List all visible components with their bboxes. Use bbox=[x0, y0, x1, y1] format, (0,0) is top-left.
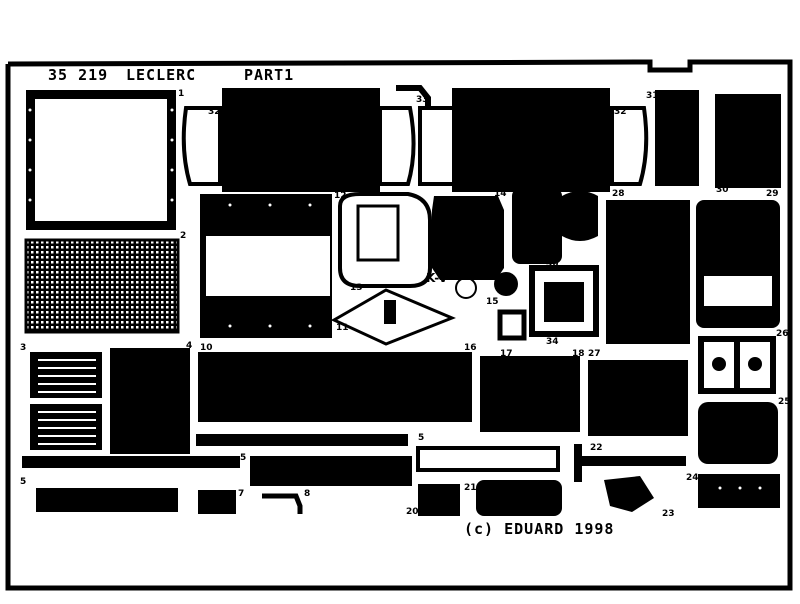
part-31 bbox=[655, 90, 699, 186]
part-26 bbox=[698, 336, 776, 394]
svg-text:1: 1 bbox=[178, 89, 184, 99]
part-13 bbox=[330, 192, 518, 346]
part-number-labels: 1 2 3 4 5 5 5 7 8 10 11 12 13 15 14 16 1… bbox=[20, 89, 791, 519]
part-33 bbox=[396, 85, 431, 108]
part-17 bbox=[497, 309, 527, 341]
svg-text:11: 11 bbox=[336, 323, 349, 333]
svg-text:2: 2 bbox=[180, 231, 186, 241]
svg-text:8: 8 bbox=[304, 489, 310, 499]
part-16 bbox=[529, 265, 599, 337]
part-23-lower bbox=[604, 476, 654, 512]
svg-text:4: 4 bbox=[186, 341, 192, 351]
part-29 bbox=[696, 200, 780, 328]
part-4 bbox=[110, 348, 190, 454]
part-top-panel-left bbox=[222, 88, 380, 192]
svg-text:29: 29 bbox=[766, 189, 779, 199]
svg-text:10: 10 bbox=[200, 343, 213, 353]
svg-text:16: 16 bbox=[464, 343, 477, 353]
part-19 bbox=[416, 446, 560, 472]
svg-text:32: 32 bbox=[208, 107, 221, 117]
fret-border bbox=[5, 59, 793, 591]
model-name: LECLERC bbox=[126, 66, 197, 84]
svg-text:5: 5 bbox=[418, 433, 424, 443]
part-14b bbox=[512, 188, 562, 264]
svg-text:24: 24 bbox=[686, 473, 699, 483]
part-25 bbox=[698, 402, 778, 464]
svg-text:34: 34 bbox=[546, 337, 559, 347]
svg-text:25: 25 bbox=[778, 397, 791, 407]
part-20-21 bbox=[418, 480, 562, 516]
svg-text:27: 27 bbox=[588, 349, 601, 359]
part-24 bbox=[698, 474, 780, 508]
svg-text:13: 13 bbox=[350, 283, 363, 293]
svg-text:31: 31 bbox=[646, 91, 659, 101]
part-30 bbox=[715, 94, 781, 188]
part-23 bbox=[562, 191, 598, 241]
part-top-panel-right bbox=[452, 88, 610, 192]
catalog-number: 35 219 bbox=[48, 66, 109, 84]
marking-text: K-V bbox=[426, 271, 448, 285]
svg-text:33: 33 bbox=[416, 95, 429, 105]
part-28 bbox=[606, 200, 690, 344]
svg-text:18: 18 bbox=[572, 349, 585, 359]
part-32-right bbox=[610, 106, 649, 186]
part-3-vents bbox=[30, 352, 102, 450]
svg-text:12: 12 bbox=[334, 191, 347, 201]
svg-text:17: 17 bbox=[500, 349, 513, 359]
svg-text:30: 30 bbox=[716, 185, 729, 195]
svg-text:26: 26 bbox=[776, 329, 789, 339]
svg-text:28: 28 bbox=[612, 189, 625, 199]
svg-text:3: 3 bbox=[20, 343, 26, 353]
part-10 bbox=[198, 352, 472, 422]
svg-text:5: 5 bbox=[20, 477, 26, 487]
part-32-left bbox=[181, 106, 222, 186]
part-2-grille bbox=[24, 238, 180, 334]
svg-text:7: 7 bbox=[238, 489, 244, 499]
part-8 bbox=[262, 493, 303, 514]
svg-text:21: 21 bbox=[464, 483, 477, 493]
part-14 bbox=[432, 196, 504, 280]
svg-text:23: 23 bbox=[588, 185, 601, 195]
copyright: (c) EDUARD 1998 bbox=[464, 520, 615, 538]
svg-text:23: 23 bbox=[662, 509, 675, 519]
svg-text:32: 32 bbox=[614, 107, 627, 117]
svg-text:36: 36 bbox=[546, 259, 559, 269]
rivet-dots bbox=[28, 108, 762, 490]
svg-text:5: 5 bbox=[240, 453, 246, 463]
svg-text:22: 22 bbox=[590, 443, 603, 453]
svg-text:14: 14 bbox=[494, 189, 507, 199]
part-22 bbox=[574, 444, 686, 482]
part-27 bbox=[588, 360, 688, 436]
part-1 bbox=[26, 90, 176, 230]
part-12 bbox=[200, 194, 332, 338]
svg-text:15: 15 bbox=[486, 297, 499, 307]
part-5-chains bbox=[22, 434, 412, 514]
part-18 bbox=[480, 356, 580, 432]
svg-text:20: 20 bbox=[406, 507, 419, 517]
part-label: PART1 bbox=[244, 66, 295, 84]
